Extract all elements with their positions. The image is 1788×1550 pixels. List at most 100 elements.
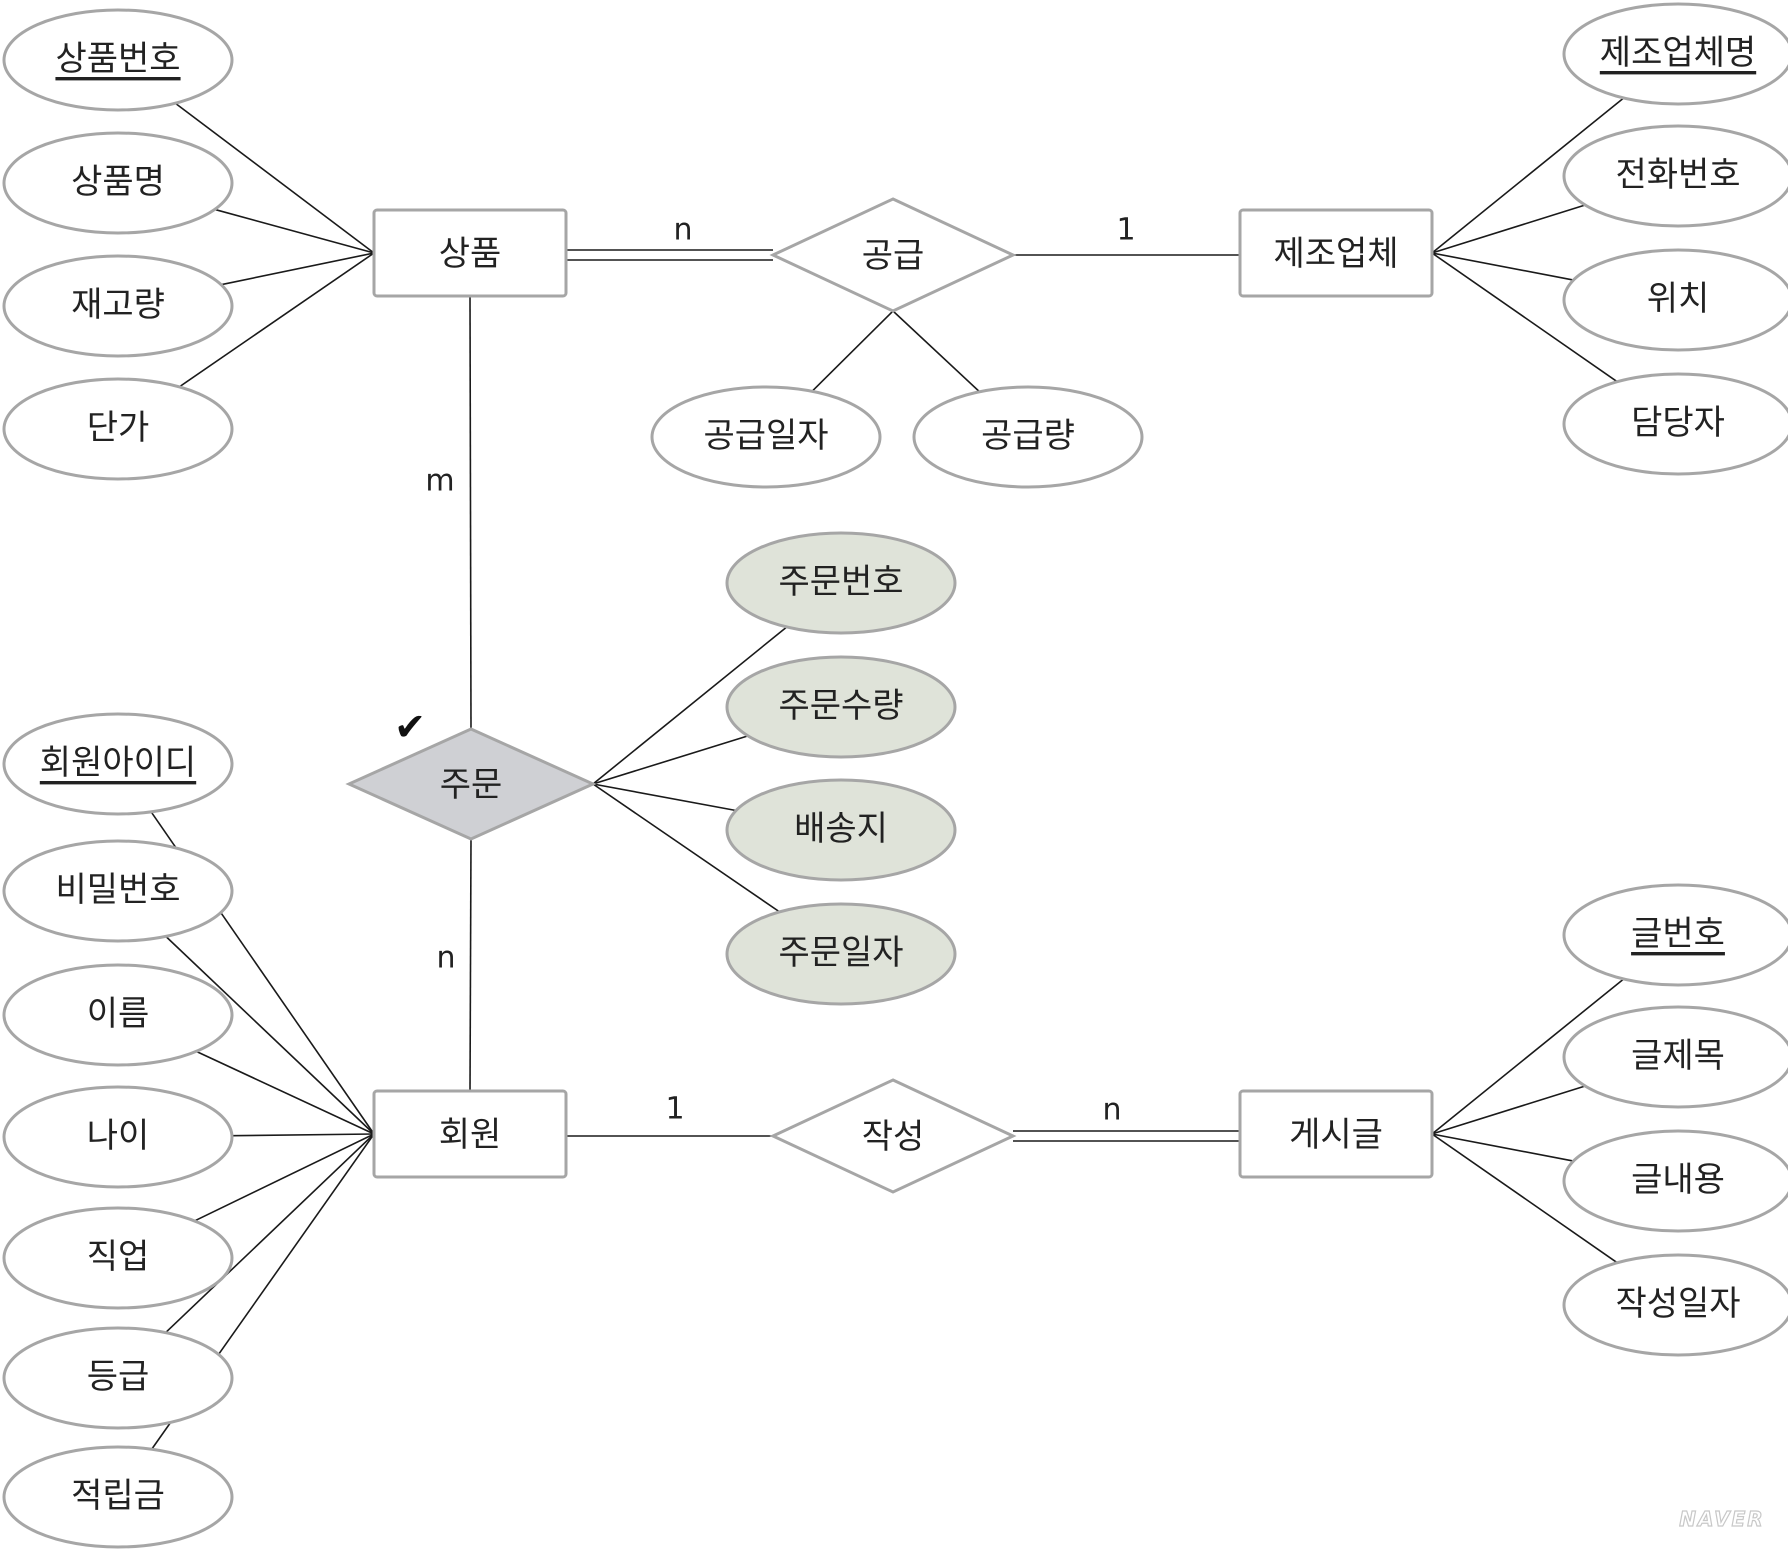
cardinality-c6: n <box>1102 1093 1121 1128</box>
attribute-p3-ellipse <box>2 254 234 358</box>
attribute-connector-o2 <box>592 735 749 785</box>
attribute-o3-ellipse <box>725 778 957 882</box>
cardinality-c3: m <box>425 464 454 499</box>
attribute-u7-label: 적립금 <box>71 1476 165 1516</box>
cardinality-c1: n <box>673 213 692 248</box>
attribute-connector-m3 <box>1431 252 1574 281</box>
attribute-connector-g4 <box>1431 1133 1618 1264</box>
attribute-connector-p3 <box>220 252 375 286</box>
relationship-write-label: 작성 <box>862 1117 925 1157</box>
attribute-o3-label: 배송지 <box>794 809 888 849</box>
attribute-g3-ellipse <box>1562 1129 1788 1233</box>
entity-post-box <box>1238 1089 1434 1179</box>
attribute-connector-g1 <box>1431 978 1625 1135</box>
relationship-order-diamond <box>345 727 597 841</box>
attribute-m3-label: 위치 <box>1647 279 1710 319</box>
attribute-m2-label: 전화번호 <box>1615 155 1740 195</box>
attribute-g2-label: 글제목 <box>1631 1036 1725 1076</box>
attribute-u3-label: 이름 <box>87 994 150 1034</box>
attribute-u6-label: 등급 <box>87 1357 150 1397</box>
attribute-connector-u2 <box>165 935 375 1135</box>
attribute-connector-o4 <box>592 783 781 913</box>
attribute-connector-u6 <box>165 1133 375 1334</box>
relationship-supply-diamond <box>769 197 1017 313</box>
product-order-line <box>469 295 472 730</box>
attribute-connector-p4 <box>178 252 375 388</box>
attribute-u6-ellipse <box>2 1326 234 1430</box>
attribute-p4-label: 단가 <box>87 408 150 448</box>
attribute-u3-ellipse <box>2 963 234 1067</box>
attribute-s1-label: 공급일자 <box>703 416 828 456</box>
attribute-s2-ellipse <box>912 385 1144 489</box>
entity-member-box <box>372 1089 568 1179</box>
attribute-s2-label: 공급량 <box>981 416 1075 456</box>
attribute-u7-ellipse <box>2 1445 234 1549</box>
attribute-u2-ellipse <box>2 839 234 943</box>
attribute-m4-label: 담당자 <box>1631 403 1725 443</box>
attribute-p3-label: 재고량 <box>71 285 165 325</box>
attribute-u1-label: 회원아이디 <box>40 743 196 783</box>
check-mark-icon: ✔ <box>394 705 426 749</box>
attribute-connector-p1 <box>174 102 375 254</box>
entity-product-box <box>372 208 568 298</box>
attribute-u1-ellipse <box>2 712 234 816</box>
order-member-line <box>469 838 472 1092</box>
cardinality-c5: 1 <box>665 1092 684 1127</box>
attribute-s1-ellipse <box>650 385 882 489</box>
attribute-connector-u4 <box>231 1133 375 1137</box>
attribute-connector-m4 <box>1431 252 1618 383</box>
attribute-u4-ellipse <box>2 1085 234 1189</box>
attribute-o1-ellipse <box>725 531 957 635</box>
attribute-o4-ellipse <box>725 902 957 1006</box>
attribute-g4-label: 작성일자 <box>1615 1284 1740 1324</box>
attribute-p2-label: 상품명 <box>71 162 165 202</box>
attribute-o1-label: 주문번호 <box>778 562 903 602</box>
relationship-write-diamond <box>769 1078 1017 1194</box>
attribute-p2-ellipse <box>2 131 234 235</box>
attribute-connector-o3 <box>592 783 737 812</box>
attribute-connector-m2 <box>1431 204 1586 254</box>
attribute-p4-ellipse <box>2 377 234 481</box>
attribute-p1-label: 상품번호 <box>55 39 180 79</box>
relationship-supply-label: 공급 <box>862 236 925 276</box>
attribute-connector-o1 <box>592 626 788 785</box>
attribute-g1-label: 글번호 <box>1631 914 1725 954</box>
attribute-g4-ellipse <box>1562 1253 1788 1357</box>
attribute-connector-s2 <box>892 310 981 393</box>
attribute-connector-g3 <box>1431 1133 1574 1162</box>
attribute-o2-ellipse <box>725 655 957 759</box>
attribute-u5-label: 직업 <box>87 1237 150 1277</box>
watermark-logo: NAVER <box>1679 1507 1764 1531</box>
attribute-u2-label: 비밀번호 <box>55 870 180 910</box>
attribute-connector-u3 <box>195 1050 375 1135</box>
attribute-connector-m1 <box>1431 97 1625 254</box>
relationship-order-label: 주문 <box>440 765 503 805</box>
attribute-connector-g2 <box>1431 1085 1586 1135</box>
cardinality-c2: 1 <box>1116 213 1135 248</box>
attribute-p1-ellipse <box>2 8 234 112</box>
connector-lines <box>150 97 1625 1450</box>
attribute-o4-label: 주문일자 <box>778 933 903 973</box>
attribute-connector-u5 <box>194 1133 375 1222</box>
attribute-connector-s1 <box>811 310 894 392</box>
attribute-o2-label: 주문수량 <box>778 686 903 726</box>
entity-member-label: 회원 <box>439 1115 502 1155</box>
entity-product-label: 상품 <box>439 234 502 274</box>
attribute-m2-ellipse <box>1562 124 1788 228</box>
attribute-g1-ellipse <box>1562 883 1788 987</box>
attribute-m4-ellipse <box>1562 372 1788 476</box>
attribute-connector-p2 <box>214 208 375 254</box>
attribute-g3-label: 글내용 <box>1631 1160 1725 1200</box>
attribute-m1-ellipse <box>1562 2 1788 106</box>
attribute-m3-ellipse <box>1562 248 1788 352</box>
attribute-g2-ellipse <box>1562 1005 1788 1109</box>
entity-post-label: 게시글 <box>1289 1115 1383 1155</box>
attribute-m1-label: 제조업체명 <box>1600 33 1756 73</box>
entity-manufacturer-box <box>1238 208 1434 298</box>
attribute-u4-label: 나이 <box>87 1116 150 1156</box>
entity-manufacturer-label: 제조업체 <box>1273 234 1398 274</box>
cardinality-c4: n <box>436 941 455 976</box>
